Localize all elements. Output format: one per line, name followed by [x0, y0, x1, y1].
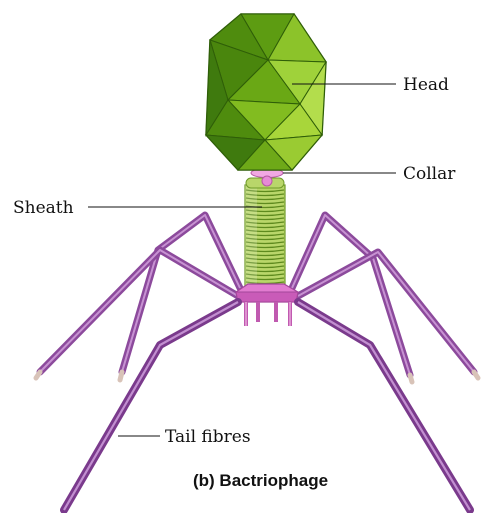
collar — [246, 169, 284, 189]
sheath-label: Sheath — [13, 198, 74, 218]
tail-fibre-side-right — [298, 252, 474, 372]
tail-fibres-label: Tail fibres — [165, 427, 251, 447]
base-plate — [236, 284, 298, 326]
head-capsid — [206, 14, 326, 170]
figure-caption: (b) Bactriophage — [193, 471, 328, 490]
collar-label: Collar — [403, 164, 456, 184]
head-label: Head — [403, 75, 449, 95]
sheath — [245, 185, 285, 293]
tail-fibre-back-left — [122, 215, 240, 372]
